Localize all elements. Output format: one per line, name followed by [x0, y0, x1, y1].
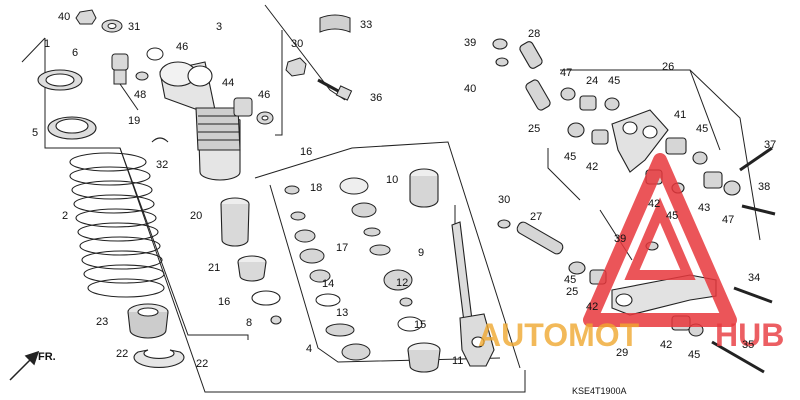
- callout-31: 31: [128, 21, 140, 33]
- valve-parts: [111, 47, 164, 111]
- callout-36: 36: [370, 92, 382, 104]
- callout-37: 37: [764, 139, 776, 151]
- callout-1: 1: [44, 38, 50, 50]
- callout-34: 34: [748, 272, 760, 284]
- drawing-code: KSE4T1900A: [572, 386, 627, 396]
- callout-10: 10: [386, 174, 398, 186]
- callout-32: 32: [156, 159, 168, 171]
- valve-stack: [284, 177, 423, 361]
- callout-48: 48: [134, 89, 146, 101]
- callout-45: 45: [608, 75, 620, 87]
- callout-38: 38: [758, 181, 770, 193]
- bolts: [711, 146, 776, 374]
- watermark-logo: [583, 153, 737, 327]
- callout-46: 46: [258, 89, 270, 101]
- callout-22: 22: [116, 348, 128, 360]
- callout-24: 24: [586, 75, 598, 87]
- callout-20: 20: [190, 210, 202, 222]
- callout-4: 4: [306, 343, 312, 355]
- callout-17: 17: [336, 242, 348, 254]
- oil-seal: [407, 342, 441, 373]
- callout-30: 30: [498, 194, 510, 206]
- callout-15: 15: [414, 319, 426, 331]
- direction-label: FR.: [38, 351, 56, 363]
- callout-39: 39: [614, 233, 626, 245]
- direction-arrow: FR.: [9, 350, 56, 381]
- callout-25: 25: [528, 123, 540, 135]
- callout-26: 26: [662, 61, 674, 73]
- callout-23: 23: [96, 316, 108, 328]
- callout-28: 28: [528, 28, 540, 40]
- callout-41: 41: [674, 109, 686, 121]
- group-outlines: [21, 4, 761, 393]
- callout-45: 45: [666, 210, 678, 222]
- adjuster-rings: [37, 69, 97, 140]
- damper-body: [159, 61, 241, 181]
- cap-and-bolt: [285, 57, 353, 101]
- watermark-text-right: HUB: [715, 317, 784, 353]
- callout-16: 16: [300, 146, 312, 158]
- callout-45: 45: [564, 151, 576, 163]
- callout-21: 21: [208, 262, 220, 274]
- callout-47: 47: [722, 214, 734, 226]
- callout-9: 9: [418, 247, 424, 259]
- spring-seat: [127, 303, 169, 339]
- stopper-plate: [133, 349, 185, 368]
- callout-2: 2: [62, 210, 68, 222]
- callout-30: 30: [291, 38, 303, 50]
- callout-25: 25: [566, 286, 578, 298]
- callout-27: 27: [530, 211, 542, 223]
- callout-43: 43: [698, 202, 710, 214]
- callout-35: 35: [742, 339, 754, 351]
- shock-rod: [451, 221, 495, 367]
- callout-5: 5: [32, 127, 38, 139]
- callout-18: 18: [310, 182, 322, 194]
- callout-46: 46: [176, 41, 188, 53]
- callout-44: 44: [222, 77, 234, 89]
- callout-40: 40: [58, 11, 70, 23]
- spring-part: [69, 152, 165, 298]
- callout-13: 13: [336, 307, 348, 319]
- label-tag: [319, 14, 351, 33]
- callout-45: 45: [688, 349, 700, 361]
- callout-8: 8: [246, 317, 252, 329]
- callout-12: 12: [396, 277, 408, 289]
- callout-42: 42: [660, 339, 672, 351]
- callout-39: 39: [464, 37, 476, 49]
- callout-45: 45: [564, 274, 576, 286]
- callout-14: 14: [322, 278, 334, 290]
- callout-22: 22: [196, 358, 208, 370]
- callout-42: 42: [648, 198, 660, 210]
- callout-45: 45: [696, 123, 708, 135]
- callout-19: 19: [128, 115, 140, 127]
- watermark-text-left: AUTOMOT: [478, 317, 640, 353]
- callout-42: 42: [586, 301, 598, 313]
- callout-16: 16: [218, 296, 230, 308]
- callout-47: 47: [560, 67, 572, 79]
- bumper-10: [409, 168, 439, 208]
- callout-11: 11: [452, 355, 463, 367]
- top-bushings: [233, 97, 274, 125]
- callout-29: 29: [616, 347, 628, 359]
- callout-42: 42: [586, 161, 598, 173]
- callout-33: 33: [360, 19, 372, 31]
- callout-3: 3: [216, 21, 222, 33]
- bump-rubber: [220, 197, 282, 325]
- callout-6: 6: [72, 47, 78, 59]
- clip-part: [151, 137, 169, 143]
- callout-40: 40: [464, 83, 476, 95]
- top-nuts: [75, 9, 123, 33]
